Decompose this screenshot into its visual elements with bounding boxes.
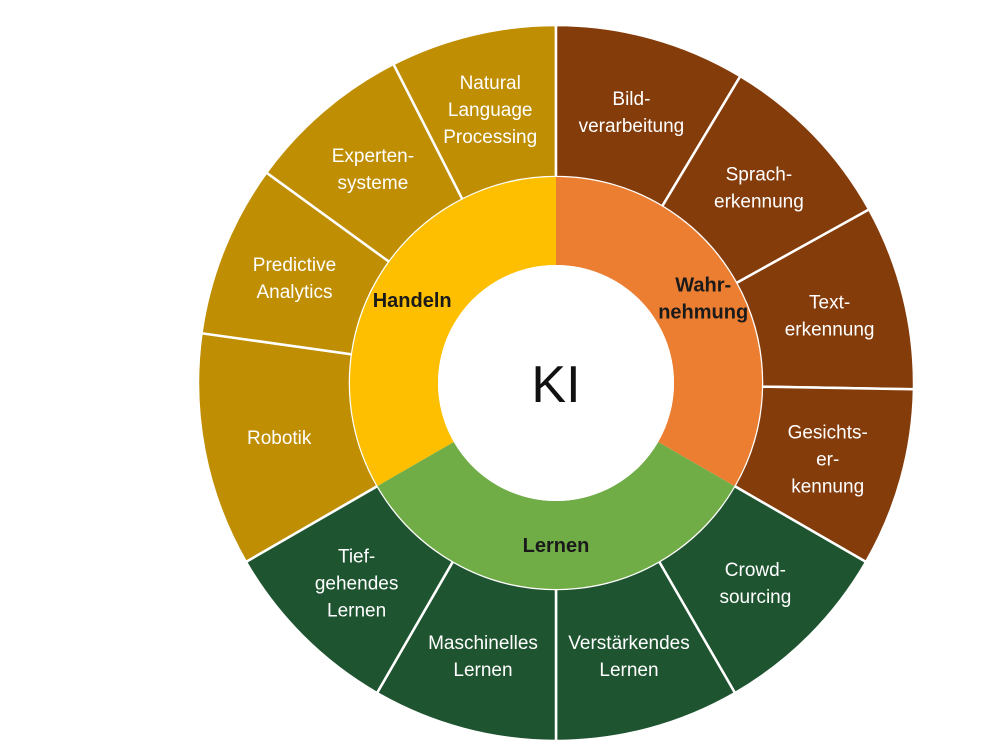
category-label-wahrnehmung: Wahr-nehmung <box>658 275 748 324</box>
center-circle <box>438 265 674 501</box>
segment-label-lernen-1-line: Lernen <box>599 660 658 681</box>
segment-label-wahrnehmung-1-line: Sprach- <box>726 165 793 186</box>
center-group: KI <box>438 265 674 501</box>
center-label: KI <box>531 356 580 414</box>
segment-label-wahrnehmung-3-line: Gesichts- <box>788 422 868 443</box>
category-label-handeln-line: Handeln <box>373 290 452 312</box>
segment-label-lernen-0-line: Crowd- <box>725 560 786 581</box>
segment-label-handeln-2: Experten-systeme <box>332 146 414 194</box>
segment-label-wahrnehmung-0-line: Bild- <box>612 89 650 110</box>
segment-label-wahrnehmung-3-line: kennung <box>791 476 864 497</box>
segment-label-handeln-0-line: Robotik <box>247 428 312 449</box>
segment-label-lernen-3-line: gehendes <box>315 573 398 594</box>
category-sector-lernen <box>377 442 735 589</box>
segment-label-wahrnehmung-3: Gesichts-er-kennung <box>788 422 868 497</box>
segment-label-wahrnehmung-0: Bild-verarbeitung <box>579 89 685 137</box>
segment-label-lernen-2-line: Maschinelles <box>428 633 538 654</box>
segment-label-handeln-3-line: Language <box>448 100 533 121</box>
segment-label-handeln-0: Robotik <box>247 428 312 449</box>
segment-label-handeln-2-line: systeme <box>338 173 409 194</box>
segment-label-handeln-3-line: Natural <box>460 73 521 94</box>
segment-label-wahrnehmung-1: Sprach-erkennung <box>714 165 804 213</box>
category-sector-handeln <box>350 177 556 486</box>
segment-label-wahrnehmung-2-line: Text- <box>809 292 850 313</box>
segment-label-handeln-3-line: Processing <box>443 127 537 148</box>
segment-label-handeln-1-line: Predictive <box>253 255 336 276</box>
segment-label-wahrnehmung-1-line: erkennung <box>714 192 804 213</box>
category-label-wahrnehmung-line: Wahr- <box>675 275 731 297</box>
segment-label-lernen-3-line: Tief- <box>338 546 375 567</box>
category-label-handeln: Handeln <box>373 290 452 312</box>
segment-label-wahrnehmung-2-line: erkennung <box>785 319 875 340</box>
category-label-lernen-line: Lernen <box>523 535 590 557</box>
category-label-wahrnehmung-line: nehmung <box>658 302 748 324</box>
segment-label-wahrnehmung-3-line: er- <box>816 449 839 470</box>
segment-label-lernen-0-line: sourcing <box>719 587 791 608</box>
category-sector-wahrnehmung <box>556 177 762 486</box>
segment-label-lernen-2-line: Lernen <box>453 660 512 681</box>
segment-label-handeln-2-line: Experten- <box>332 146 414 167</box>
segment-label-lernen-3-line: Lernen <box>327 600 386 621</box>
segment-label-handeln-1-line: Analytics <box>256 282 332 303</box>
category-label-lernen: Lernen <box>523 535 590 557</box>
segment-label-lernen-0: Crowd-sourcing <box>719 560 791 608</box>
segment-label-lernen-1-line: Verstärkendes <box>568 633 689 654</box>
segment-label-wahrnehmung-0-line: verarbeitung <box>579 116 685 137</box>
segment-label-wahrnehmung-2: Text-erkennung <box>785 292 875 340</box>
